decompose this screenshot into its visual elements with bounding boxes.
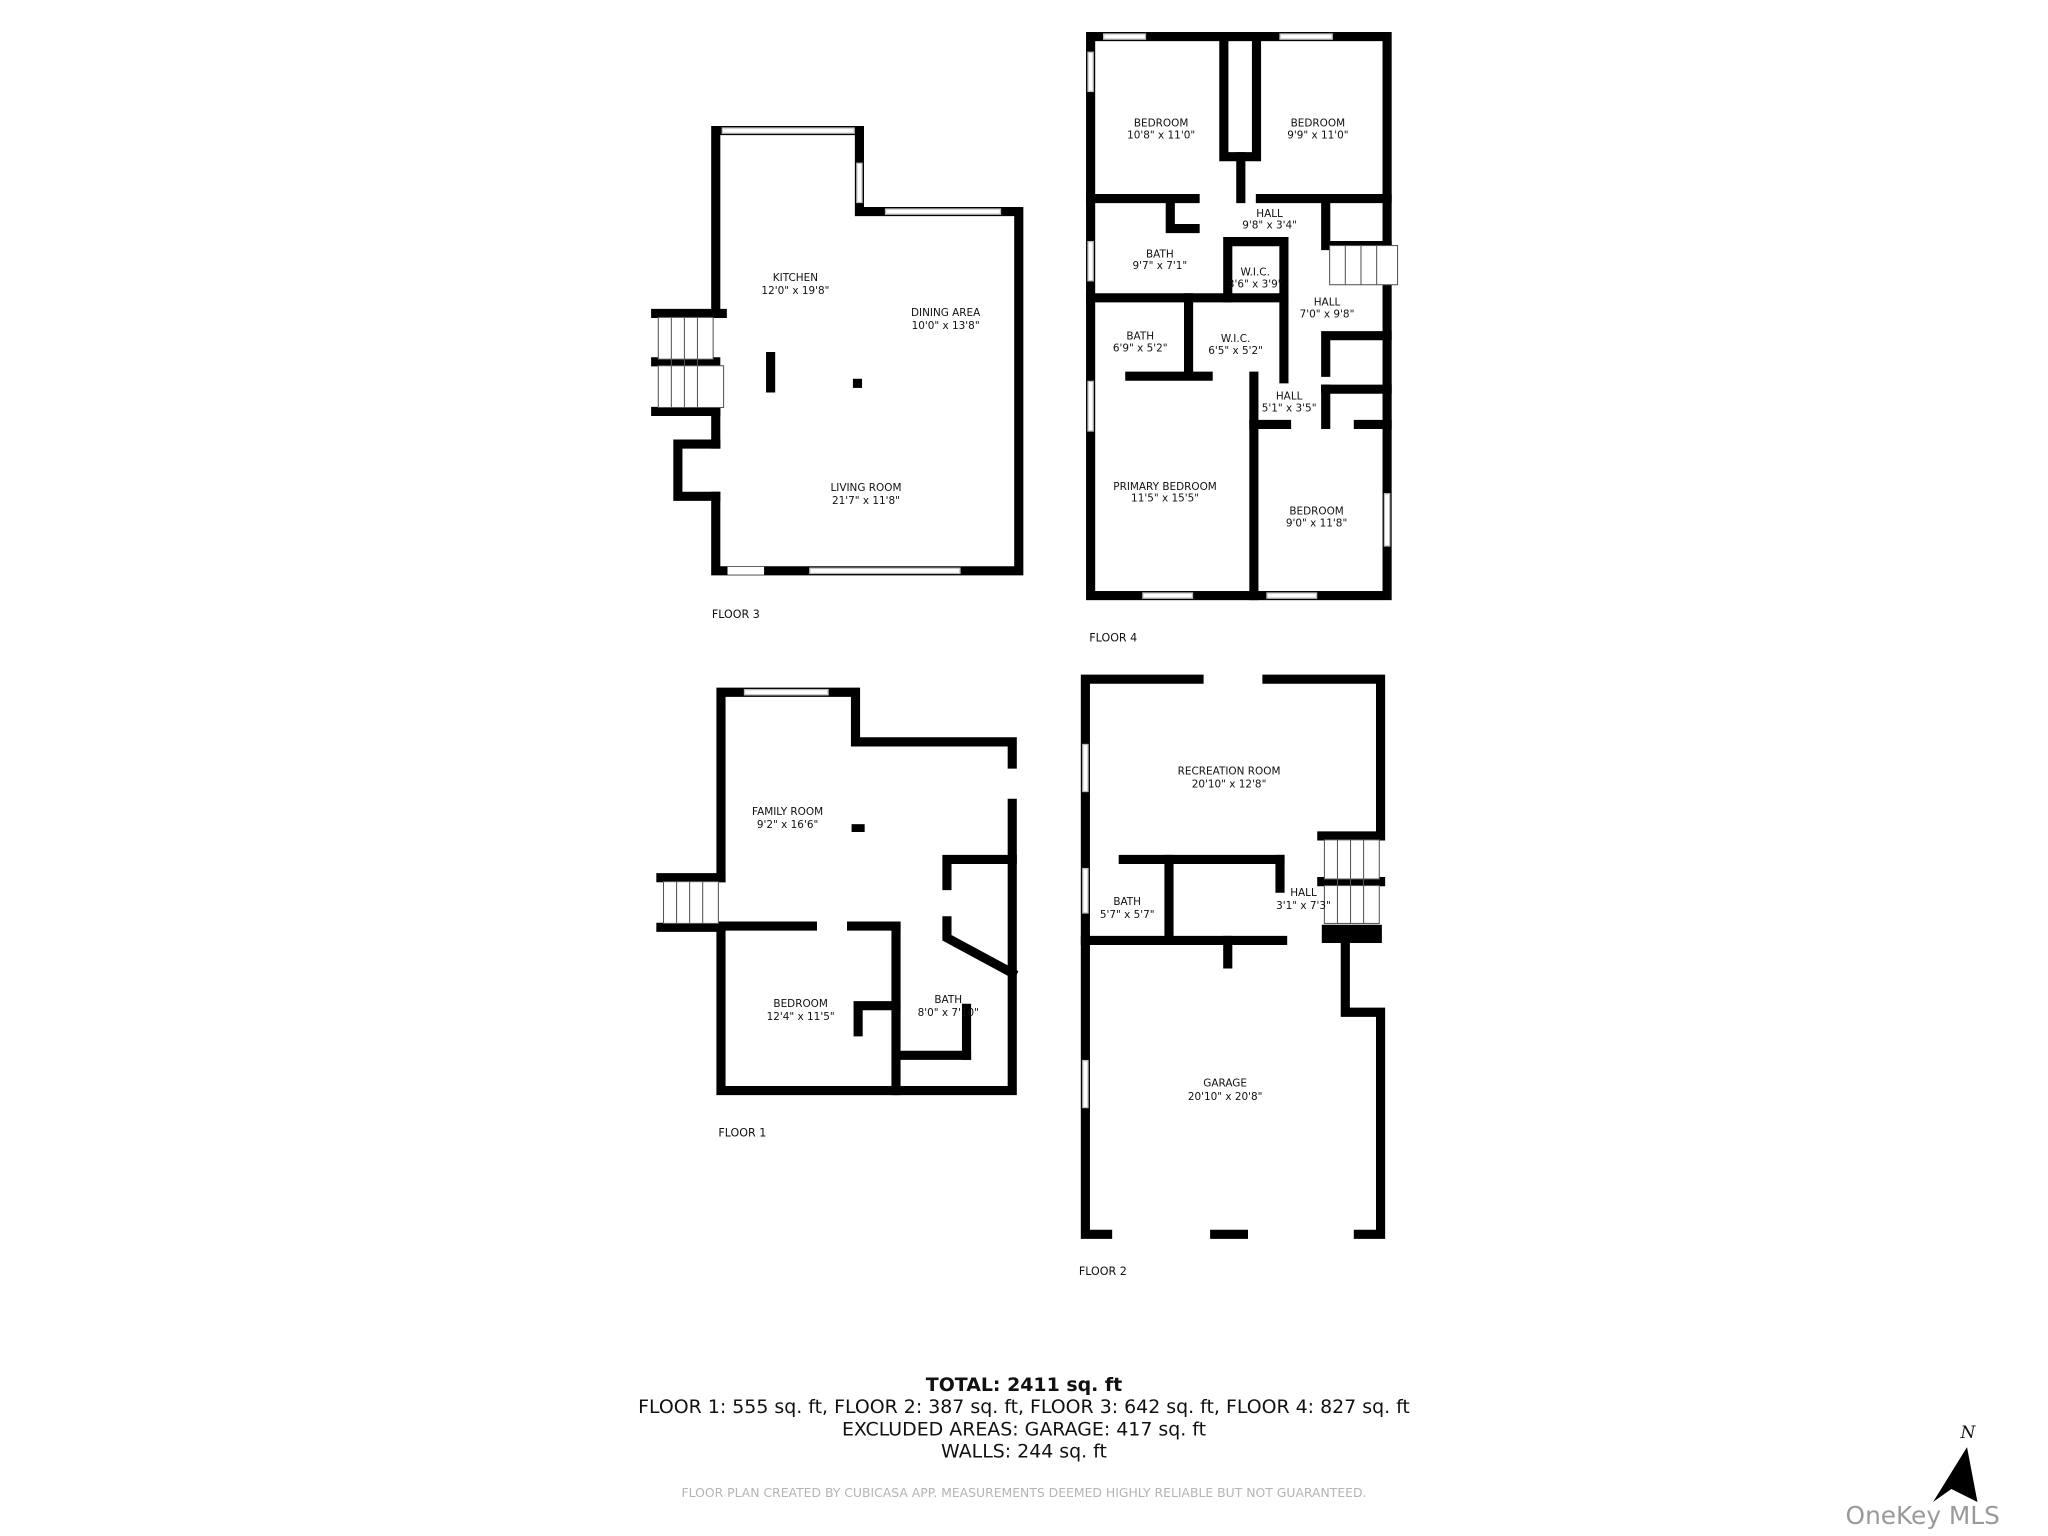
- floor-2-plan: RECREATION ROOM 20'10" x 12'8" BATH 5'7"…: [1079, 674, 1386, 1278]
- floor-label: FLOOR 3: [712, 608, 760, 621]
- room-name: W.I.C.: [1240, 267, 1269, 279]
- room-dims: 6'5" x 5'2": [1208, 345, 1263, 357]
- room-name: BEDROOM: [1291, 118, 1345, 130]
- floor-2-walls: [1080, 674, 1386, 1239]
- floor-3-plan: KITCHEN 12'0" x 19'8" DINING AREA 10'0" …: [651, 126, 1024, 621]
- room-name: HALL: [1290, 887, 1317, 899]
- room-name: LIVING ROOM: [830, 482, 901, 494]
- room-name: BEDROOM: [773, 998, 827, 1010]
- excluded-areas: EXCLUDED AREAS: GARAGE: 417 sq. ft: [842, 1418, 1206, 1440]
- room-dims: 7'0" x 9'8": [1300, 308, 1355, 320]
- room-dims: 10'8" x 11'0": [1127, 129, 1195, 141]
- disclaimer: FLOOR PLAN CREATED BY CUBICASA APP. MEAS…: [681, 1485, 1366, 1500]
- room-dims: 12'0" x 19'8": [761, 285, 829, 297]
- room-dims: 9'8" x 3'4": [1242, 220, 1297, 232]
- room-name: HALL: [1314, 297, 1341, 309]
- floor-label: FLOOR 1: [718, 1126, 766, 1139]
- north-arrow-icon: N: [1933, 1423, 1978, 1503]
- room-name: BEDROOM: [1134, 118, 1188, 130]
- total-area: TOTAL: 2411 sq. ft: [926, 1374, 1122, 1396]
- area-summary: TOTAL: 2411 sq. ft FLOOR 1: 555 sq. ft, …: [638, 1374, 1410, 1500]
- floor-2-windows: [1082, 743, 1089, 1109]
- room-dims: 11'5" x 15'5": [1131, 493, 1199, 505]
- watermark: OneKey MLS: [1846, 1501, 2000, 1530]
- room-dims: 6'9" x 5'2": [1113, 342, 1168, 354]
- room-name: HALL: [1256, 208, 1283, 220]
- floor-areas: FLOOR 1: 555 sq. ft, FLOOR 2: 387 sq. ft…: [638, 1396, 1410, 1418]
- room-dims: 8'0" x 7'10": [918, 1007, 979, 1019]
- room-dims: 20'10" x 20'8": [1188, 1091, 1263, 1103]
- room-dims: 9'9" x 11'0": [1287, 129, 1348, 141]
- stairs: [1329, 245, 1399, 286]
- room-name: BATH: [1126, 331, 1154, 343]
- floor-4-windows: [1087, 33, 1391, 599]
- room-dims: 5'7" x 5'7": [1100, 909, 1155, 921]
- room-name: FAMILY ROOM: [752, 806, 823, 818]
- floor-label: FLOOR 4: [1089, 631, 1137, 644]
- room-name: RECREATION ROOM: [1178, 766, 1281, 778]
- room-dims: 9'0" x 11'8": [1286, 517, 1347, 529]
- room-dims: 10'0" x 13'8": [912, 320, 980, 332]
- room-dims: 9'2" x 16'6": [757, 819, 818, 831]
- floor-1-plan: FAMILY ROOM 9'2" x 16'6" BEDROOM 12'4" x…: [656, 687, 1019, 1139]
- floor-4-plan: BEDROOM 10'8" x 11'0" BEDROOM 9'9" x 11'…: [1086, 31, 1399, 644]
- floor-1-windows: [743, 688, 829, 696]
- room-name: W.I.C.: [1221, 333, 1250, 345]
- room-dims: 3'6" x 3'9": [1228, 278, 1283, 290]
- room-dims: 12'4" x 11'5": [767, 1011, 835, 1023]
- floor-3-windows: [721, 127, 1002, 575]
- room-name: BEDROOM: [1289, 506, 1343, 518]
- room-dims: 5'1" x 3'5": [1262, 402, 1317, 414]
- room-dims: 20'10" x 12'8": [1192, 779, 1267, 791]
- room-name: KITCHEN: [773, 272, 818, 284]
- floor-4-walls: [1086, 31, 1392, 601]
- stairs: [657, 316, 725, 409]
- room-name: DINING AREA: [911, 307, 981, 319]
- floor-1-walls: [656, 687, 1019, 1096]
- room-name: GARAGE: [1203, 1078, 1247, 1090]
- room-dims: 21'7" x 11'8": [832, 495, 900, 507]
- stairs: [662, 881, 719, 924]
- room-name: BATH: [1113, 896, 1141, 908]
- walls-area: WALLS: 244 sq. ft: [941, 1441, 1107, 1463]
- compass-label: N: [1959, 1423, 1976, 1443]
- floor-label: FLOOR 2: [1079, 1265, 1127, 1278]
- room-name: BATH: [1146, 248, 1174, 260]
- room-dims: 9'7" x 7'1": [1132, 260, 1187, 272]
- room-name: PRIMARY BEDROOM: [1113, 481, 1217, 493]
- room-dims: 3'1" x 7'3": [1276, 900, 1331, 912]
- room-name: BATH: [934, 994, 962, 1006]
- stairs: [1323, 839, 1380, 924]
- room-name: HALL: [1276, 391, 1303, 403]
